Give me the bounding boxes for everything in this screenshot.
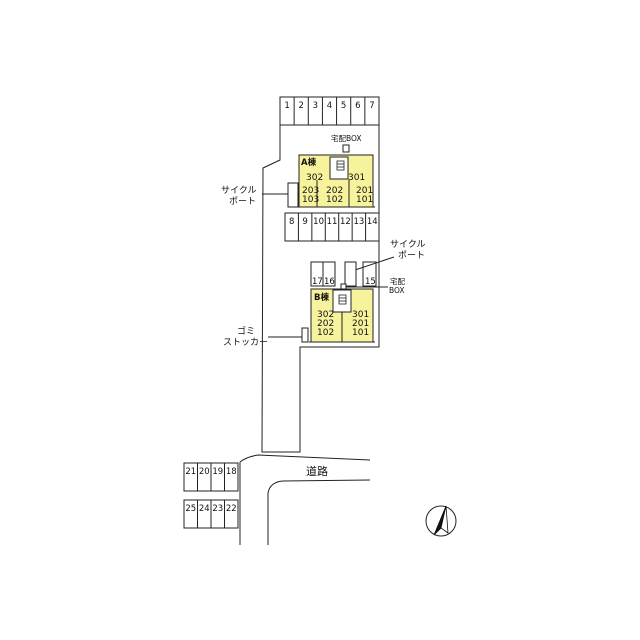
- unit-b-201: 201: [352, 319, 369, 329]
- unit-a-102: 102: [326, 195, 343, 205]
- unit-b-102: 102: [317, 328, 334, 338]
- parking-slot-15: 15: [365, 277, 376, 287]
- cycle-port-right-line2: ポート: [398, 250, 425, 261]
- delivery-box-top-icon: [342, 144, 350, 153]
- building-a: A棟 302 301 203 103 202 102 201 101: [296, 154, 375, 208]
- parking-slot-23: 23: [212, 504, 223, 514]
- parking-slot-21: 21: [185, 467, 196, 477]
- parking-slot-18: 18: [226, 467, 237, 477]
- north-arrow-icon: [425, 505, 457, 537]
- parking-slot-3: 3: [313, 101, 318, 111]
- delivery-box-b-line1: 宅配: [390, 276, 405, 286]
- garbage-line1: ゴミ: [237, 325, 255, 337]
- parking-slot-20: 20: [199, 467, 210, 477]
- parking-slot-13: 13: [353, 217, 364, 227]
- unit-a-302: 302: [306, 173, 323, 183]
- delivery-box-b-line2: BOX: [389, 286, 405, 295]
- parking-slot-22: 22: [226, 504, 237, 514]
- building-b-name: B棟: [314, 292, 329, 303]
- parking-slot-17: 17: [312, 277, 323, 287]
- parking-slot-14: 14: [367, 217, 378, 227]
- parking-slot-8: 8: [289, 217, 294, 227]
- delivery-box-top-label: 宅配BOX: [331, 133, 362, 143]
- road-edge-north: [239, 454, 371, 463]
- parking-slot-10: 10: [313, 217, 324, 227]
- parking-slot-7: 7: [369, 101, 374, 111]
- parking-slot-19: 19: [212, 467, 223, 477]
- unit-b-202: 202: [317, 319, 334, 329]
- unit-a-101: 101: [356, 195, 373, 205]
- unit-a-301: 301: [348, 173, 365, 183]
- parking-slot-6: 6: [355, 101, 360, 111]
- parking-slot-9: 9: [302, 217, 307, 227]
- unit-a-201: 201: [356, 186, 373, 196]
- unit-a-103: 103: [302, 195, 319, 205]
- unit-b-301: 301: [352, 310, 369, 320]
- cycle-port-left: [287, 182, 299, 208]
- parking-slot-12: 12: [340, 217, 351, 227]
- cycle-port-right-line1: サイクル: [390, 239, 426, 250]
- unit-b-302: 302: [317, 310, 334, 320]
- parking-slot-16: 16: [324, 277, 335, 287]
- cycle-port-right: [344, 261, 357, 287]
- garbage-stocker: [301, 327, 309, 343]
- garbage-line2: ストッカー: [223, 337, 268, 348]
- parking-slot-24: 24: [199, 504, 210, 514]
- parking-slot-1: 1: [284, 101, 289, 111]
- unit-a-203: 203: [302, 186, 319, 196]
- building-b: B棟 302 202 102 301 201 101: [309, 288, 375, 343]
- parking-b-row: 17 16 15: [310, 261, 377, 287]
- road-edge-south: [267, 479, 371, 545]
- unit-a-202: 202: [326, 186, 343, 196]
- parking-slot-11: 11: [327, 217, 338, 227]
- site-boundary: [261, 96, 380, 453]
- parking-slot-25: 25: [185, 504, 196, 514]
- cycle-port-left-line2: ポート: [229, 196, 256, 207]
- unit-b-101: 101: [352, 328, 369, 338]
- parking-slot-5: 5: [341, 101, 346, 111]
- building-a-name: A棟: [301, 157, 317, 168]
- parking-slot-4: 4: [327, 101, 332, 111]
- road-label: 道路: [306, 464, 328, 478]
- cycle-port-left-line1: サイクル: [221, 185, 257, 196]
- parking-slot-2: 2: [299, 101, 304, 111]
